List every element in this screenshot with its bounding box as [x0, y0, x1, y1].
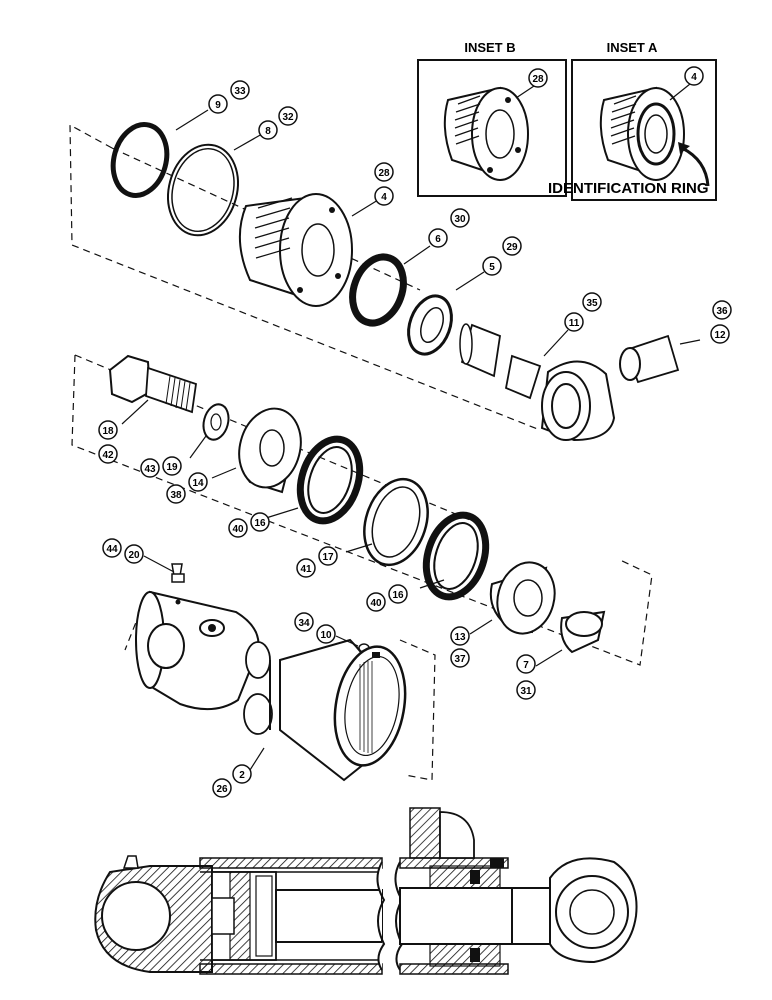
callout-label: 33	[234, 86, 246, 97]
inset-a: INSET A 4 IDENTIFICATION RING	[548, 40, 717, 201]
callout-label: 4	[691, 72, 697, 83]
callout-label: 17	[322, 552, 334, 563]
callout-markers	[98, 80, 732, 798]
callout-label: 2	[239, 770, 245, 781]
cylinder-barrel-part	[135, 590, 407, 782]
callout-label: 40	[232, 524, 244, 535]
callout-label: 30	[454, 214, 466, 225]
callout-label: 28	[532, 74, 544, 85]
callout-label: 31	[520, 686, 532, 697]
wear-ring-part	[363, 477, 429, 567]
callout-label: 11	[569, 318, 580, 329]
piston-part	[238, 407, 302, 494]
callout-label: 6	[435, 234, 441, 245]
inset-b-head-drawing	[443, 86, 529, 181]
sectional-view-assembly	[94, 807, 638, 975]
callout-label: 40	[370, 598, 382, 609]
callout-label: 16	[392, 590, 404, 601]
callout-label: 37	[454, 654, 466, 665]
backup-ring-part	[167, 143, 239, 237]
inset-a-head-drawing	[599, 86, 685, 181]
callout-marker	[528, 68, 548, 88]
callout-label: 44	[106, 544, 118, 555]
callout-label: 5	[489, 262, 495, 273]
callout-label: 18	[102, 426, 114, 437]
callout-label: 14	[192, 478, 204, 489]
piston-bolt-part	[108, 354, 197, 414]
inset-a-title: INSET A	[607, 40, 658, 55]
callout-label: 4	[381, 192, 387, 203]
callout-label: 32	[282, 112, 294, 123]
piston-seal-part	[422, 511, 490, 601]
callout-labels: 33 9 32 8 28 4 30 6 29 5 35 11 36 12 18 …	[102, 86, 728, 795]
callout-label: 7	[523, 660, 529, 671]
identification-ring-label: IDENTIFICATION RING	[548, 180, 709, 197]
piston-seal-part	[296, 435, 364, 525]
cylinder-head-part	[238, 193, 353, 307]
callout-label: 34	[298, 618, 310, 629]
wiper-seal-part	[407, 294, 453, 356]
grease-fitting-part	[171, 563, 185, 583]
callout-label: 28	[378, 168, 390, 179]
rod-seal-part	[349, 253, 407, 327]
callout-label: 16	[254, 518, 266, 529]
callout-label: 19	[166, 462, 178, 473]
callout-label: 26	[216, 784, 228, 795]
callout-label: 20	[128, 550, 140, 561]
callout-label: 29	[506, 242, 518, 253]
inset-b: INSET B 28	[417, 40, 567, 197]
callout-label: 12	[714, 330, 726, 341]
callout-label: 8	[265, 126, 271, 137]
callout-label: 10	[320, 630, 332, 641]
callout-marker	[684, 66, 704, 86]
callout-label: 42	[102, 450, 114, 461]
rod-eye-part	[504, 354, 616, 442]
inset-b-title: INSET B	[464, 40, 515, 55]
callout-label: 43	[144, 464, 156, 475]
bushing-part	[459, 323, 501, 378]
spacer-part	[560, 610, 606, 654]
eye-bushing-part	[619, 334, 680, 384]
callout-label: 35	[586, 298, 598, 309]
arrow-icon	[681, 146, 710, 187]
o-ring-part	[110, 122, 170, 198]
piston-half-part	[489, 561, 556, 635]
callout-label: 9	[215, 100, 221, 111]
callout-label: 13	[454, 632, 466, 643]
callout-label: 41	[300, 564, 312, 575]
leader-lines	[121, 109, 701, 771]
callout-label: 38	[170, 490, 182, 501]
callout-label: 36	[716, 306, 728, 317]
washer-part	[202, 403, 230, 441]
